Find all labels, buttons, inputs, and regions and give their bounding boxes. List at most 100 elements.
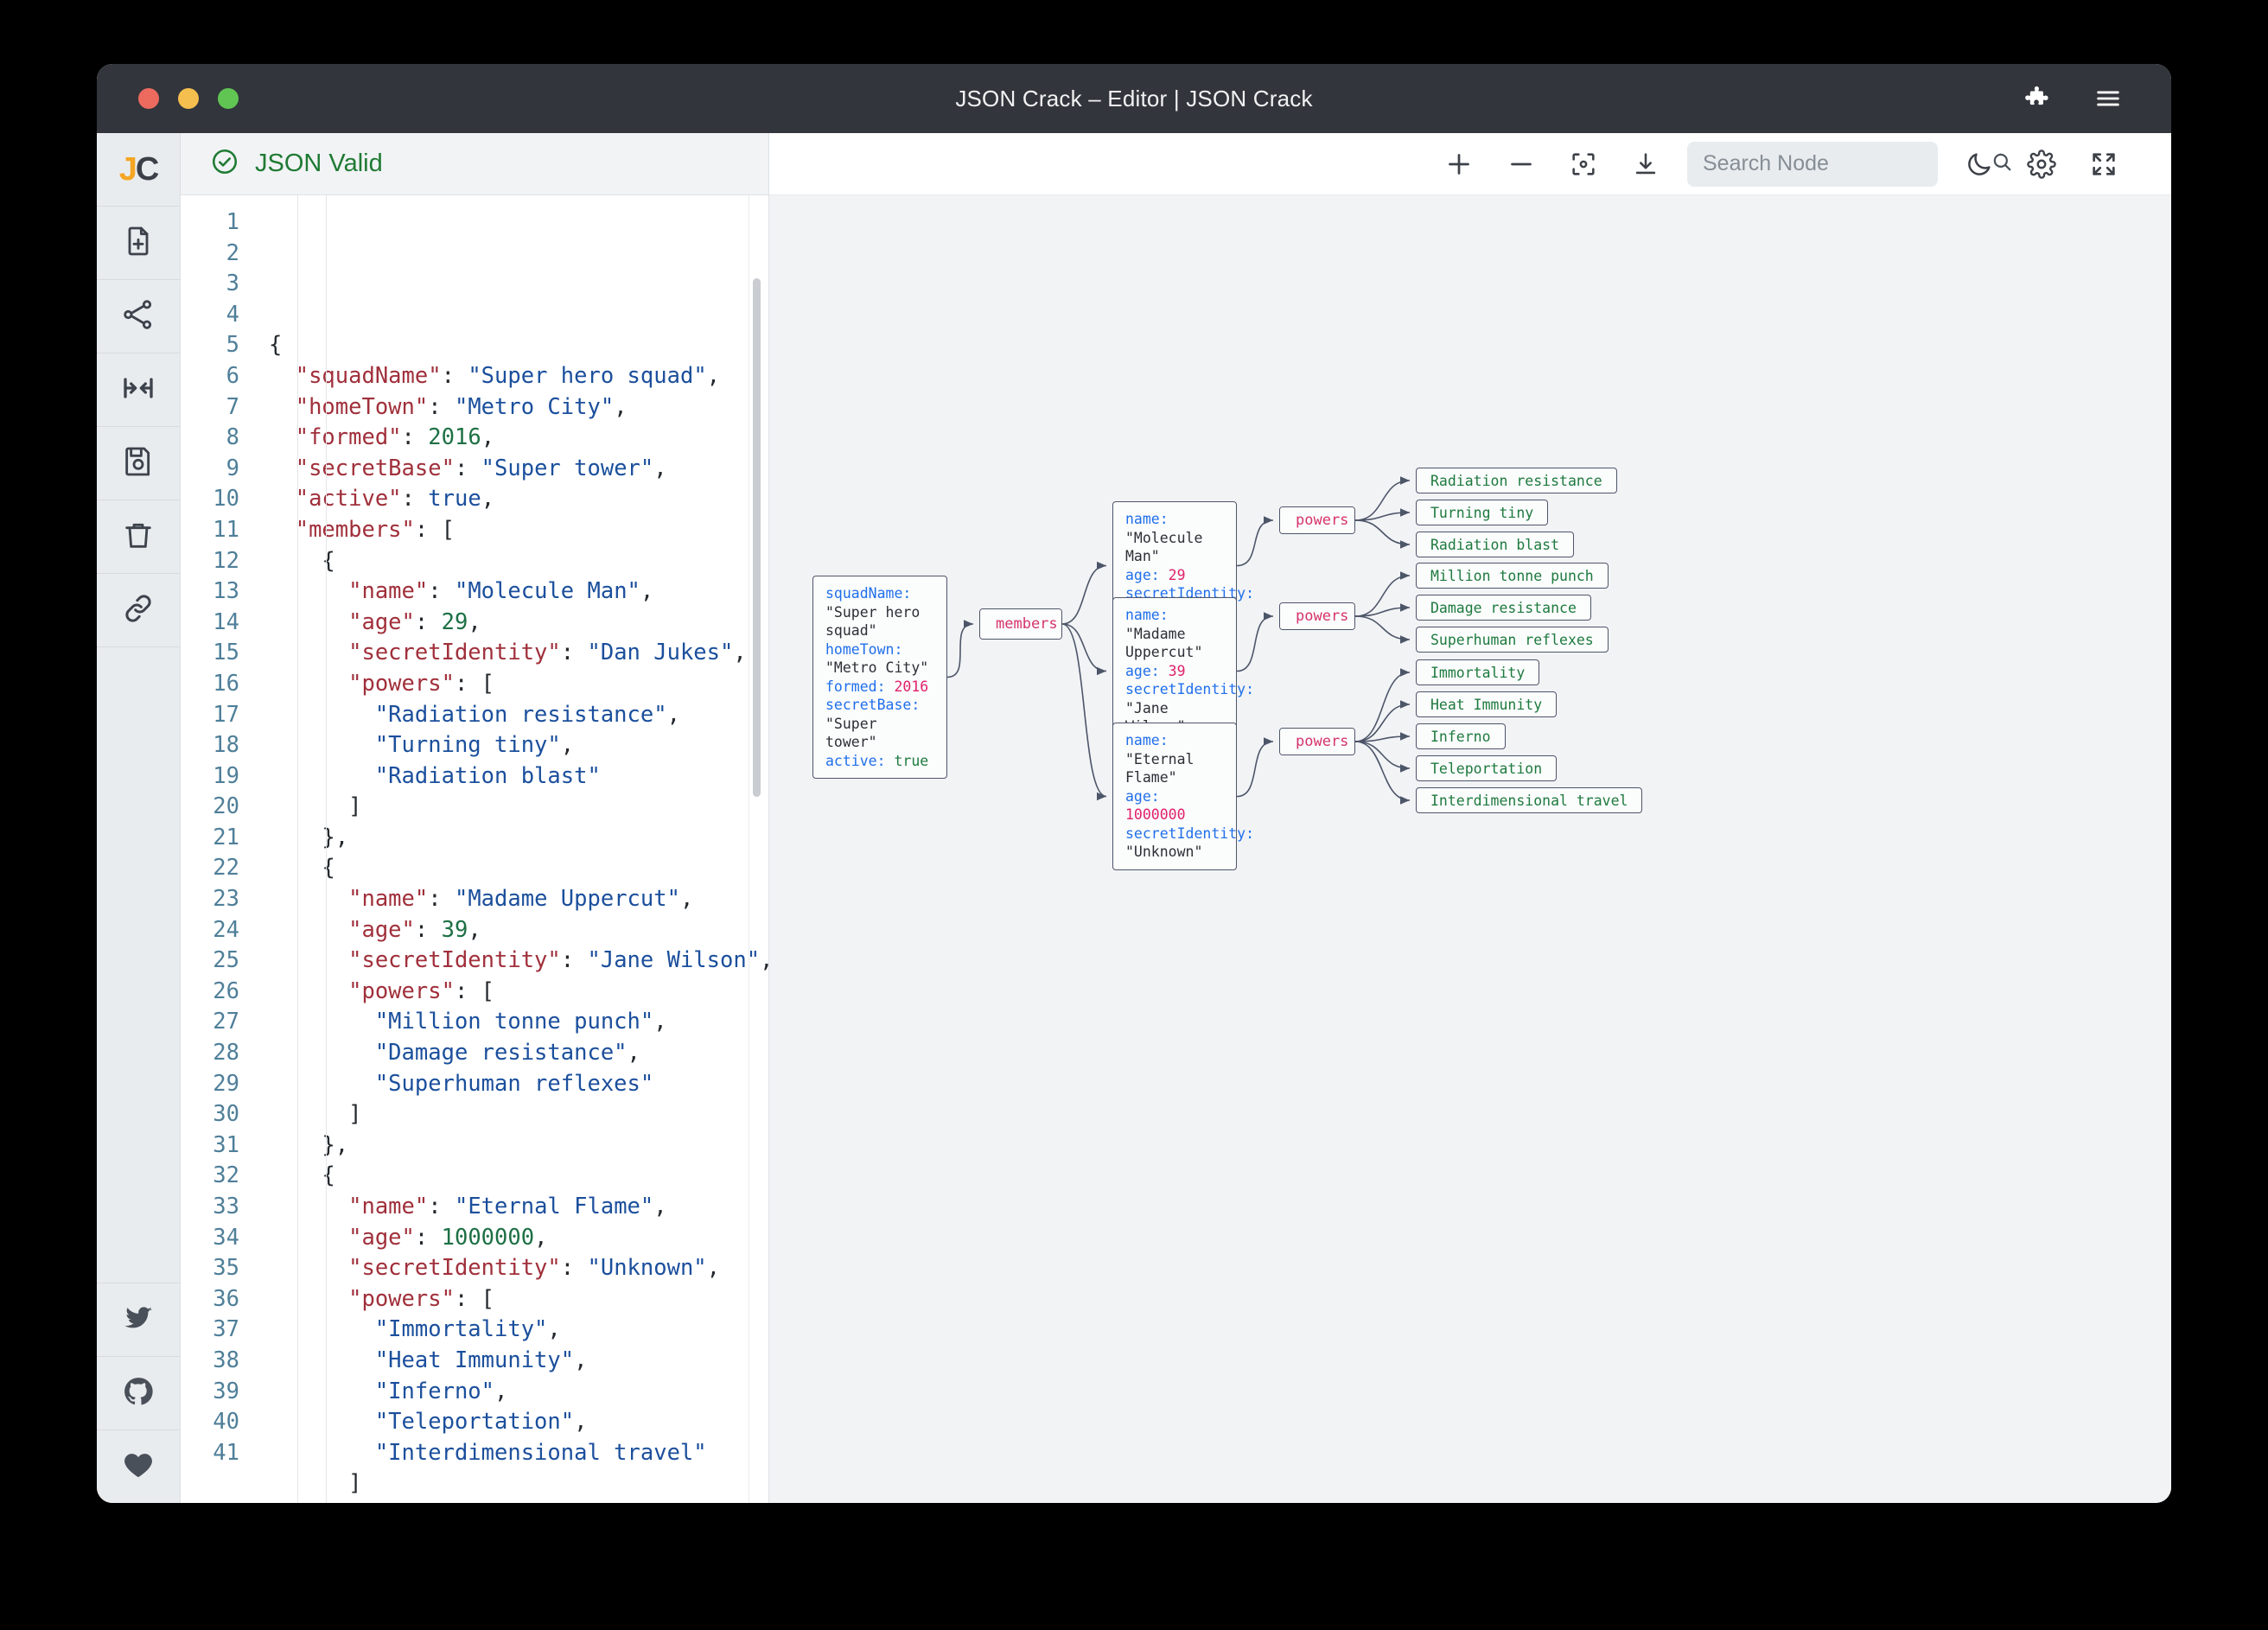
sidebar-social-links <box>97 1283 180 1503</box>
graph-members-node[interactable]: members <box>979 608 1062 640</box>
line-number: 7 <box>226 393 239 420</box>
app-logo[interactable]: JC <box>97 133 180 207</box>
puzzle-icon[interactable] <box>2024 84 2054 113</box>
trash-icon <box>121 518 156 557</box>
sidebar-item-copy-link[interactable] <box>97 574 180 647</box>
logo-c: C <box>135 150 159 188</box>
code-line: "active": true, <box>295 486 495 513</box>
sidebar-item-github[interactable] <box>97 1356 180 1429</box>
maximize-button[interactable] <box>218 88 239 109</box>
node-value: 1000000 <box>1125 806 1186 823</box>
node-row: secretBase: "Super tower" <box>825 696 934 752</box>
node-value: "Unknown" <box>1125 844 1203 860</box>
code-line: { <box>269 1162 335 1189</box>
line-number: 9 <box>226 455 239 481</box>
code-line: "Damage resistance", <box>374 1040 640 1067</box>
line-number: 11 <box>213 516 239 543</box>
code-line: "Radiation blast" <box>374 762 601 789</box>
line-number: 17 <box>213 701 239 728</box>
graph-leaf-node[interactable]: Immortality <box>1416 659 1540 685</box>
app-body: JC <box>97 133 2171 1503</box>
zoom-in-button[interactable] <box>1428 133 1490 195</box>
node-key: secretIdentity: <box>1125 825 1255 842</box>
graph-powers-node[interactable]: powers <box>1279 728 1355 755</box>
code-line: "age": 29, <box>348 608 481 635</box>
search-input[interactable] <box>1701 150 1983 177</box>
node-key: age: <box>1125 662 1169 679</box>
code-line: "powers": [ <box>348 977 495 1004</box>
line-number: 30 <box>213 1101 239 1128</box>
dark-mode-toggle[interactable] <box>1948 133 2010 195</box>
line-number: 2 <box>226 239 239 266</box>
graph-leaf-node[interactable]: Million tonne punch <box>1416 563 1609 589</box>
line-number: 34 <box>213 1224 239 1251</box>
sidebar-item-new-document[interactable] <box>97 207 180 280</box>
graph-leaf-node[interactable]: Teleportation <box>1416 755 1558 781</box>
node-row: age: 39 <box>1125 662 1224 681</box>
editor-scrollbar[interactable] <box>753 278 761 797</box>
line-number: 25 <box>213 947 239 974</box>
line-number: 36 <box>213 1285 239 1312</box>
graph-leaf-node[interactable]: Damage resistance <box>1416 595 1591 621</box>
node-key: formed: <box>825 678 895 695</box>
sidebar-item-sponsor[interactable] <box>97 1429 180 1503</box>
graph-leaf-node[interactable]: Interdimensional travel <box>1416 787 1643 813</box>
code-line: "Million tonne punch", <box>374 1009 667 1035</box>
code-content[interactable]: { "squadName": "Super hero squad", "home… <box>250 195 768 1503</box>
node-key: age: <box>1125 566 1169 583</box>
node-key: squadName: <box>825 585 912 602</box>
line-number: 6 <box>226 362 239 389</box>
line-number: 23 <box>213 886 239 913</box>
indent-guide <box>297 195 298 1503</box>
node-key: secretBase: <box>825 697 921 713</box>
code-line: "squadName": "Super hero squad", <box>295 362 721 389</box>
graph-leaf-node[interactable]: Heat Immunity <box>1416 691 1558 717</box>
sidebar-item-save-file[interactable] <box>97 427 180 500</box>
graph-leaf-node[interactable]: Radiation blast <box>1416 532 1575 557</box>
close-button[interactable] <box>138 88 159 109</box>
code-line: "Interdimensional travel" <box>374 1439 707 1466</box>
graph-pane: squadName: "Super hero squad"homeTown: "… <box>769 133 2171 1503</box>
sidebar-item-delete-file[interactable] <box>97 500 180 574</box>
line-number: 41 <box>213 1439 239 1466</box>
graph-canvas[interactable]: squadName: "Super hero squad"homeTown: "… <box>769 195 2171 1503</box>
node-value: "Super tower" <box>825 715 877 751</box>
fullscreen-button[interactable] <box>2073 133 2135 195</box>
graph-leaf-node[interactable]: Turning tiny <box>1416 500 1549 525</box>
download-button[interactable] <box>1615 133 1677 195</box>
line-number: 19 <box>213 762 239 789</box>
node-key: homeTown: <box>825 640 903 658</box>
line-number: 4 <box>226 301 239 328</box>
minimize-button[interactable] <box>178 88 199 109</box>
code-line: ] <box>269 793 362 820</box>
sidebar-item-collapse-nodes[interactable] <box>97 353 180 427</box>
graph-leaf-node[interactable]: Radiation resistance <box>1416 468 1617 493</box>
sidebar-item-graph-view[interactable] <box>97 280 180 353</box>
search-node-box[interactable] <box>1687 141 2011 187</box>
node-row: name: "Eternal Flame" <box>1125 731 1224 787</box>
graph-powers-node[interactable]: powers <box>1279 506 1355 534</box>
line-number: 3 <box>226 271 239 297</box>
node-value: "Madame Uppercut" <box>1125 625 1203 661</box>
graph-root-node[interactable]: squadName: "Super hero squad"homeTown: "… <box>812 576 947 779</box>
zoom-out-button[interactable] <box>1490 133 1552 195</box>
graph-leaf-node[interactable]: Inferno <box>1416 723 1506 749</box>
sidebar-item-twitter[interactable] <box>97 1283 180 1356</box>
search-icon <box>1990 150 2014 178</box>
settings-button[interactable] <box>2010 133 2073 195</box>
app-window: JSON Crack – Editor | JSON Crack JC <box>97 64 2171 1503</box>
menu-icon[interactable] <box>2093 84 2123 113</box>
graph-powers-node[interactable]: powers <box>1279 602 1355 630</box>
code-line: "homeTown": "Metro City", <box>295 393 628 420</box>
code-line: "Superhuman reflexes" <box>374 1070 654 1097</box>
center-view-button[interactable] <box>1552 133 1615 195</box>
graph-leaf-node[interactable]: Superhuman reflexes <box>1416 627 1609 653</box>
floppy-save-icon <box>121 444 156 483</box>
node-value: 2016 <box>894 678 929 695</box>
line-number: 10 <box>213 486 239 513</box>
parent-node-label: powers <box>1280 729 1354 755</box>
